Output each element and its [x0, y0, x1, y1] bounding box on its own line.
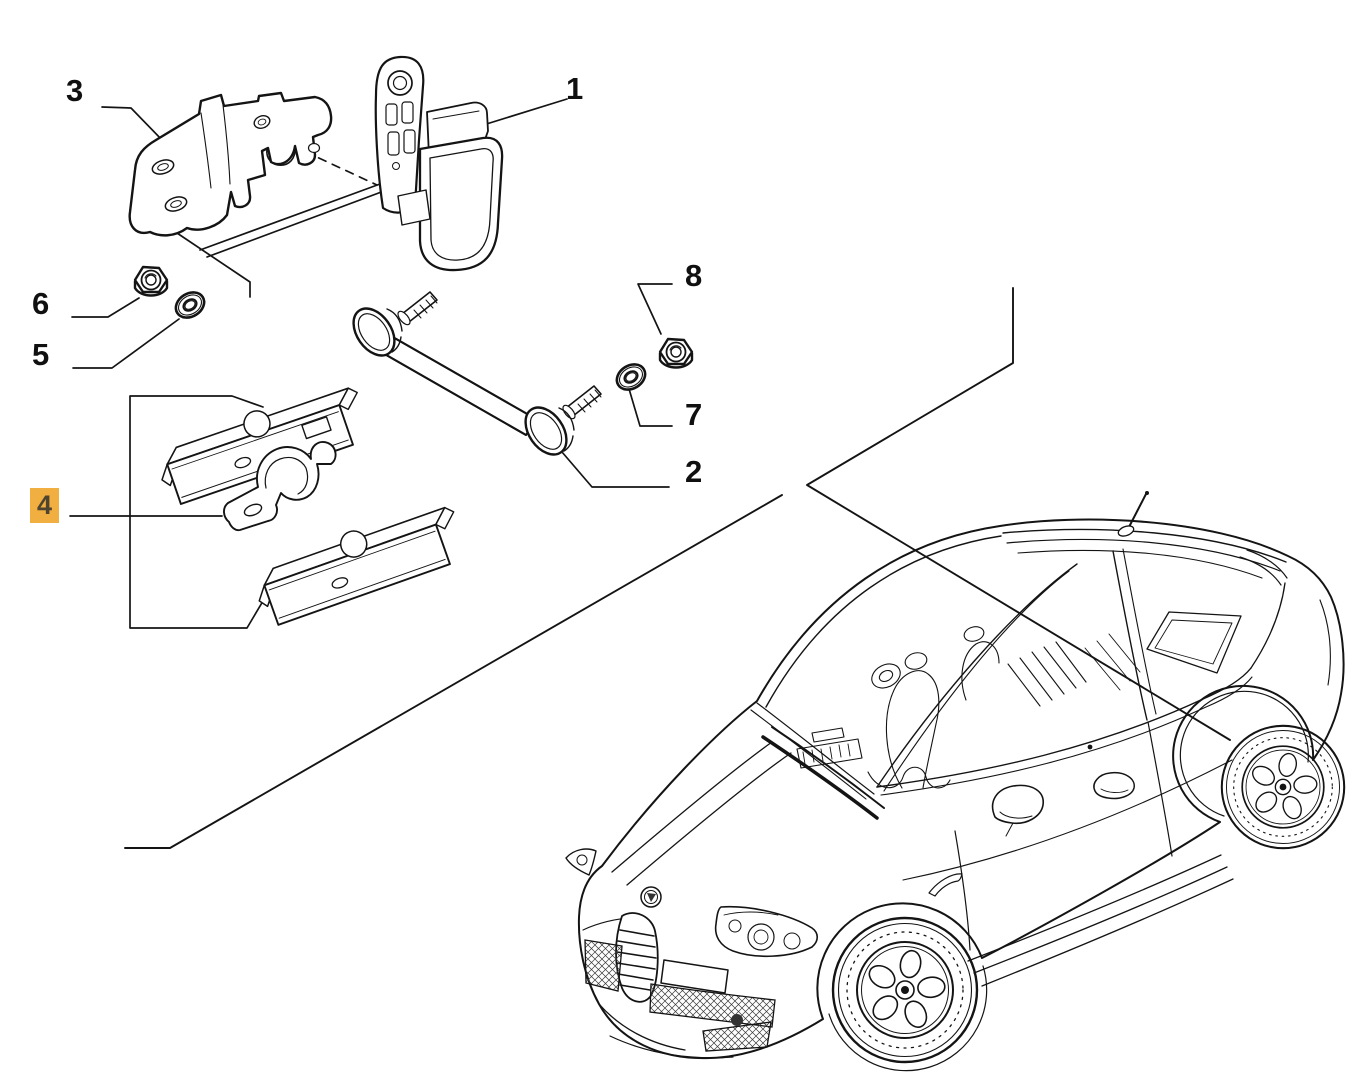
- nut-part-8: [658, 337, 694, 369]
- callout-3[interactable]: 3: [66, 73, 84, 108]
- callout-4-highlighted[interactable]: 4: [30, 488, 59, 523]
- mounting-bracket-part-3: [128, 91, 333, 237]
- vehicle-illustration: [565, 491, 1346, 1072]
- callout-8[interactable]: 8: [685, 258, 703, 293]
- callout-6[interactable]: 6: [32, 286, 50, 321]
- washer-part-7: [610, 357, 652, 397]
- location-pointer-lines: [124, 287, 1231, 849]
- callout-4-label: 4: [36, 490, 53, 520]
- headlight-level-sensor-part-1: [374, 55, 504, 272]
- callout-5[interactable]: 5: [32, 337, 50, 372]
- nut-part-6: [133, 265, 169, 297]
- callout-1[interactable]: 1: [566, 71, 584, 106]
- clamp-kit-part-4: [149, 376, 471, 630]
- callout-2[interactable]: 2: [685, 454, 703, 489]
- washer-part-5: [169, 285, 211, 325]
- callout-7[interactable]: 7: [685, 397, 703, 432]
- leader-lines: [69, 98, 673, 629]
- link-rod-part-2: [352, 291, 602, 456]
